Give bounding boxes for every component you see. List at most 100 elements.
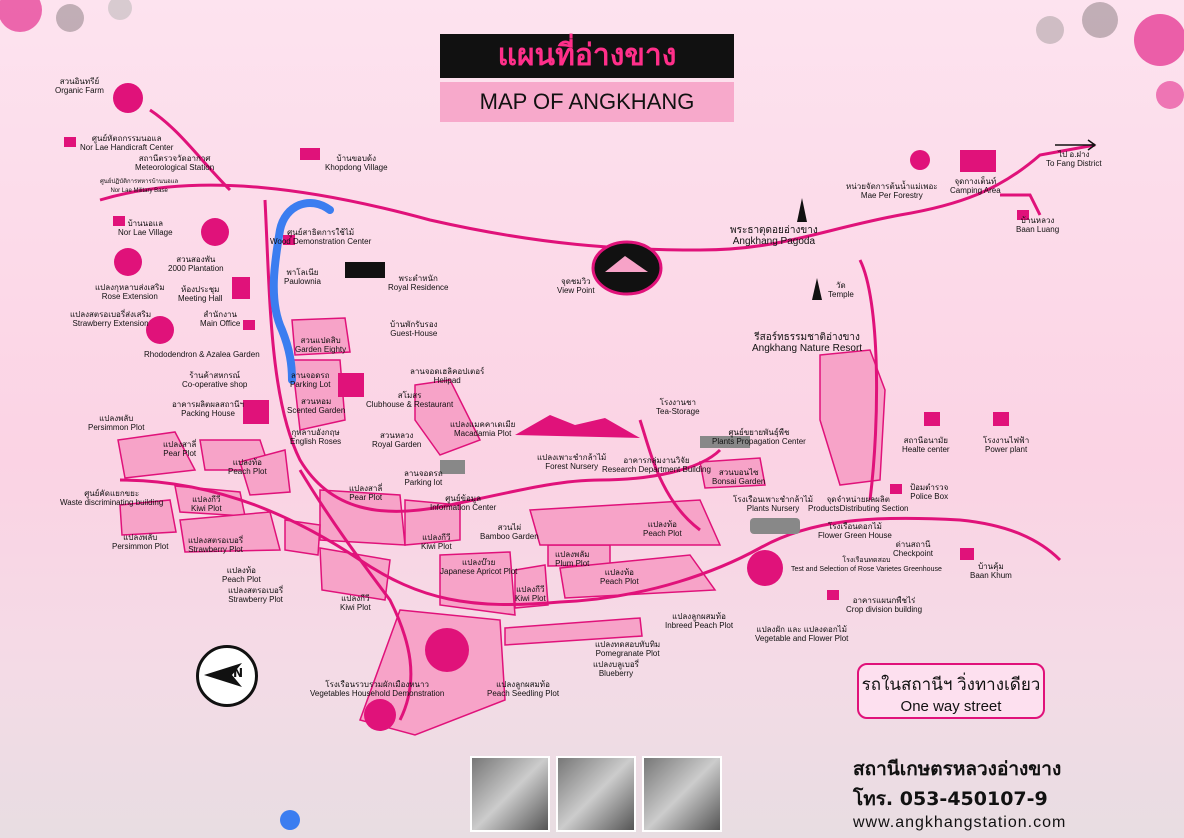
plot-peach-3 bbox=[559, 554, 717, 599]
label-bamboo-garden[interactable]: สวนไผ่Bamboo Garden bbox=[480, 523, 539, 541]
label-wood-demo-center[interactable]: ศูนย์สาธิตการใช้ไม้Wood Demonstration Ce… bbox=[270, 228, 372, 246]
map-title-english: MAP OF ANGKHANG bbox=[440, 82, 734, 122]
one-way-english: One way street bbox=[900, 698, 1002, 715]
label-blueberry[interactable]: แปลงบลูเบอรี่Blueberry bbox=[593, 660, 639, 678]
label-coop-shop[interactable]: ร้านค้าสหกรณ์Co-operative shop bbox=[182, 371, 248, 389]
corner-flowers-top-right bbox=[1036, 2, 1184, 109]
road-main-middle bbox=[263, 199, 722, 513]
label-crop-division[interactable]: อาคารแผนกพืชไร่Crop division building bbox=[846, 596, 923, 614]
plot-strawberry-1 bbox=[179, 511, 281, 553]
plot-peach-1 bbox=[239, 449, 291, 496]
compass-icon: N bbox=[196, 645, 258, 707]
label-camping-area[interactable]: จุดกางเต็นท์Camping Area bbox=[950, 177, 1001, 195]
label-organic-farm[interactable]: สวนอินทรีย์Organic Farm bbox=[55, 77, 104, 95]
photo-strawberry bbox=[556, 756, 636, 832]
parking-lot-bldg bbox=[440, 460, 465, 474]
plot-center-left bbox=[291, 359, 346, 431]
label-vegetable-flower[interactable]: แปลงผัก และ แปลงดอกไม้Vegetable and Flow… bbox=[755, 625, 849, 643]
label-rhododendron-garden[interactable]: Rhododendron & Azalea Garden bbox=[144, 350, 260, 359]
label-kiwi-plot-1[interactable]: แปลงกีวีKiwi Plot bbox=[191, 495, 222, 513]
road-to-baan-luang bbox=[1000, 193, 1042, 216]
forest-nursery-hills bbox=[515, 415, 640, 438]
corner-flowers-top-left bbox=[0, 0, 132, 32]
label-checkpoint[interactable]: ด่านสถานีCheckpoint bbox=[893, 540, 934, 558]
label-helipad[interactable]: ลานจอดเฮลิคอปเตอร์Helipad bbox=[410, 367, 485, 385]
plot-persimmon-1 bbox=[117, 431, 197, 479]
label-kiwi-plot-2[interactable]: แปลงกีวีKiwi Plot bbox=[421, 533, 452, 551]
label-plants-nursery[interactable]: โรงเรือนเพาะชำกล้าไม้Plants Nursery bbox=[733, 495, 814, 513]
label-strawberry-plot-2[interactable]: แปลงสตรอเบอรี่Strawberry Plot bbox=[228, 586, 284, 604]
plants-nursery-bldg bbox=[750, 518, 800, 534]
road-main-north bbox=[99, 143, 1096, 252]
label-pear-plot-2[interactable]: แปลงสาลี่Pear Plot bbox=[349, 484, 383, 502]
label-kiwi-plot-4[interactable]: แปลงกีวีKiwi Plot bbox=[515, 585, 546, 603]
road-south-loop bbox=[119, 478, 1062, 607]
label-pear-plot-1[interactable]: แปลงสาลี่Pear Plot bbox=[163, 440, 197, 458]
one-way-thai: รถในสถานีฯ วิ่งทางเดียว bbox=[861, 675, 1041, 694]
label-forest-nursery[interactable]: แปลงเพาะชำกล้าไม้Forest Nursery bbox=[537, 453, 607, 471]
plot-peach-4 bbox=[529, 499, 722, 546]
label-flower-greenhouse[interactable]: โรงเรือนดอกไม้Flower Green House bbox=[818, 522, 892, 540]
label-kiwi-plot-3[interactable]: แปลงกีวีKiwi Plot bbox=[340, 594, 371, 612]
map-title-box: แผนที่อ่างขาง MAP OF ANGKHANG bbox=[420, 16, 754, 128]
temple-icon bbox=[812, 278, 822, 300]
station-website[interactable]: www.angkhangstation.com bbox=[853, 814, 1067, 831]
plot-peach-2 bbox=[284, 519, 321, 556]
label-strawberry-plot-1[interactable]: แปลงสตรอเบอรี่Strawberry Plot bbox=[188, 536, 244, 554]
